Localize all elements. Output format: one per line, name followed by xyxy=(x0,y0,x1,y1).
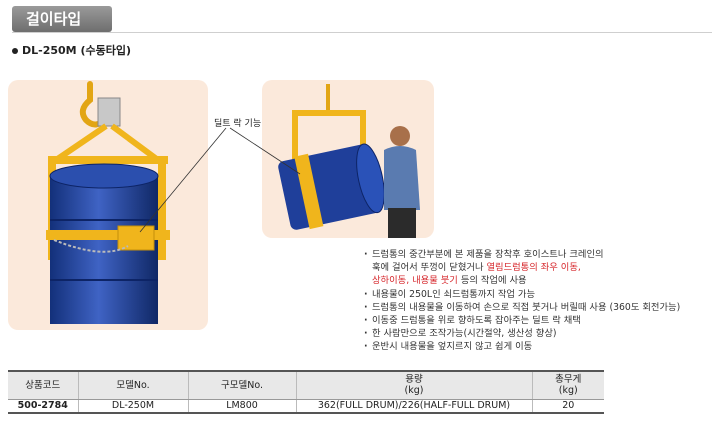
spec-table: 상품코드 모델No. 구모델No. 용량 (kg) 총무게 (kg) 500-2… xyxy=(8,370,604,414)
product-photo-main xyxy=(8,80,208,330)
feature-text: 훅에 걸어서 뚜껑이 닫혔거나 xyxy=(372,262,487,274)
feature-highlight: 상하이동, 내용물 붓기 xyxy=(372,275,458,287)
feature-item: 운반시 내용물을 엎지르지 않고 쉽게 이동 xyxy=(364,340,716,353)
operator-tilting-drum-illustration xyxy=(278,84,420,238)
product-photo-usage xyxy=(262,80,434,238)
feature-highlight: 열림드럼통의 좌우 이동, xyxy=(486,262,581,274)
col-header-code: 상품코드 xyxy=(8,370,78,400)
feature-line: 이동중 드럼통을 위로 향하도록 잡아주는 딜트 락 채택 xyxy=(372,314,716,327)
model-heading: DL-250M (수동타입) xyxy=(12,42,131,58)
feature-text: 이동중 드럼통을 위로 향하도록 잡아주는 딜트 락 채택 xyxy=(372,315,581,327)
spec-table-header: 상품코드 모델No. 구모델No. 용량 (kg) 총무게 (kg) xyxy=(8,370,604,400)
capacity-title: 용량 xyxy=(405,374,423,386)
section-title: 걸이타입 xyxy=(12,6,112,32)
weight-unit: (kg) xyxy=(558,385,578,397)
feature-line: 훅에 걸어서 뚜껑이 닫혔거나 열림드럼통의 좌우 이동, xyxy=(372,261,716,274)
feature-text: 한 사람만으로 조작가능(시간절약, 생산성 향상) xyxy=(372,328,557,340)
model-heading-text: DL-250M (수동타입) xyxy=(22,44,131,57)
cell-model: DL-250M xyxy=(77,399,188,414)
table-row: 500-2784 DL-250M LM800 362(FULL DRUM)/22… xyxy=(8,399,604,414)
feature-item: 한 사람만으로 조작가능(시간절약, 생산성 향상) xyxy=(364,327,716,340)
feature-line: 드럼통의 내용물을 이동하여 손으로 직접 붓거나 버릴때 사용 (360도 회… xyxy=(372,301,716,314)
cell-old-model: LM800 xyxy=(187,399,296,414)
feature-line: 내용물이 250L인 쇠드럼통까지 작업 가능 xyxy=(372,288,716,301)
weight-title: 총무게 xyxy=(555,374,582,386)
cell-code[interactable]: 500-2784 xyxy=(8,399,78,414)
feature-text: 등의 작업에 사용 xyxy=(457,275,527,287)
col-header-weight: 총무게 (kg) xyxy=(531,370,604,400)
feature-text: 내용물이 250L인 쇠드럼통까지 작업 가능 xyxy=(372,288,536,300)
feature-text: 드럼통의 내용물을 이동하여 손으로 직접 붓거나 버릴때 사용 (360도 회… xyxy=(372,301,681,313)
cell-weight: 20 xyxy=(531,399,604,414)
tilt-lock-callout-label: 딜트 락 기능 xyxy=(214,119,262,129)
drum-lifter-illustration xyxy=(46,81,170,324)
feature-line: 한 사람만으로 조작가능(시간절약, 생산성 향상) xyxy=(372,327,716,340)
col-header-capacity: 용량 (kg) xyxy=(295,370,532,400)
col-header-model: 모델No. xyxy=(77,370,188,400)
cell-capacity: 362(FULL DRUM)/226(HALF-FULL DRUM) xyxy=(295,399,532,414)
feature-line: 운반시 내용물을 엎지르지 않고 쉽게 이동 xyxy=(372,340,716,353)
col-header-old-model: 구모델No. xyxy=(187,370,296,400)
feature-line: 상하이동, 내용물 붓기 등의 작업에 사용 xyxy=(372,274,716,287)
capacity-unit: (kg) xyxy=(404,385,424,397)
feature-text: 드럼통의 중간부분에 본 제품을 장착후 호이스트나 크레인의 xyxy=(372,249,604,260)
feature-item: 내용물이 250L인 쇠드럼통까지 작업 가능 xyxy=(364,288,716,301)
title-divider xyxy=(12,32,712,33)
feature-text: 운반시 내용물을 엎지르지 않고 쉽게 이동 xyxy=(372,341,533,353)
bullet-icon xyxy=(12,48,18,54)
feature-item: 드럼통의 내용물을 이동하여 손으로 직접 붓거나 버릴때 사용 (360도 회… xyxy=(364,301,716,314)
feature-line: 드럼통의 중간부분에 본 제품을 장착후 호이스트나 크레인의 xyxy=(372,248,716,261)
feature-item: 이동중 드럼통을 위로 향하도록 잡아주는 딜트 락 채택 xyxy=(364,314,716,327)
